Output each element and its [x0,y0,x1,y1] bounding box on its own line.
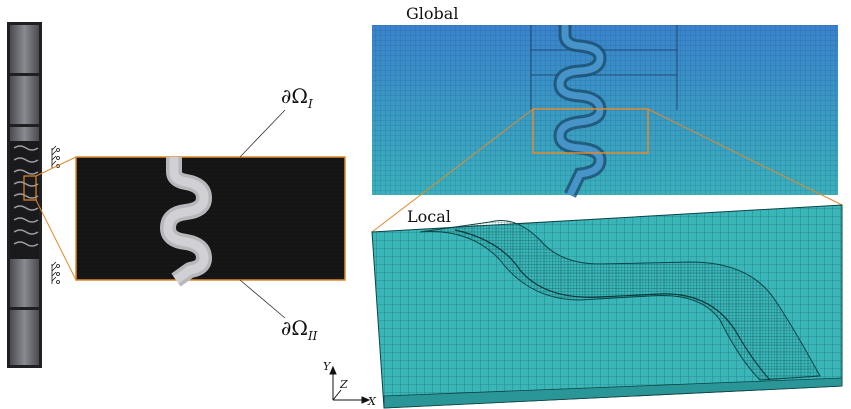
zoom-connector-top [35,156,77,177]
specimen-photo [7,22,42,368]
axis-y-label: Y [323,360,332,373]
local-label: Local [407,207,451,226]
boundary-top-leader [239,109,286,158]
global-local-connector-right [647,108,843,206]
local-mesh [371,204,843,409]
global-highlight-box [532,108,649,154]
axis-x-label: X [367,395,377,408]
global-local-connector-left [371,108,534,233]
boundary-bottom-label: ∂ΩII [281,316,318,343]
specimen-highlight-box [23,175,37,201]
global-mesh [372,25,838,198]
zoom-connector-bottom [35,199,77,281]
clamp-icon [51,261,60,284]
global-label: Global [406,4,458,23]
zoomed-photo [75,156,346,287]
boundary-bottom-leader [239,279,286,319]
axis-z-label: Z [339,378,348,391]
coordinate-axes [329,365,371,404]
clamp-icon [51,145,60,168]
boundary-top-label: ∂ΩI [281,84,313,111]
